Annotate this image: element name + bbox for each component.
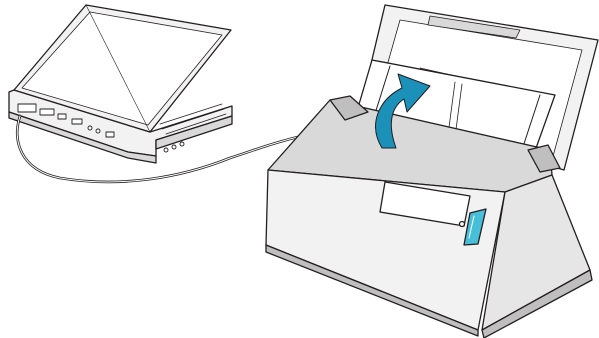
- laptop: [9, 5, 232, 163]
- scanner: [266, 5, 598, 338]
- power-indicator: [460, 222, 465, 227]
